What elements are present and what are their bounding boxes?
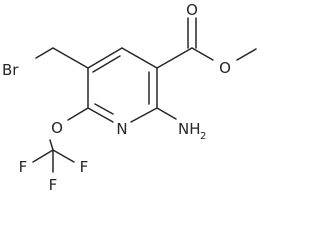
atom-nh2: NH [178,120,201,138]
bond-oether-cf3 [49,139,54,151]
bond-ccarbonyl-oester [191,47,214,61]
bond-c6-n1 [87,107,114,123]
bond-n1-c2 [130,107,158,123]
atom-f-bottom: F [49,176,58,194]
atom-o-carbonyl: O [186,1,198,19]
atom-f-left: F [19,158,28,176]
atom-br: Br [2,61,19,79]
bond-c4-c5 [87,47,123,69]
atom-o-ester: O [219,59,231,77]
bond-c5-ch2 [52,47,89,69]
bond-c3-c4 [121,47,158,69]
atom-o-ether: O [51,119,63,137]
bond-c2-nh2 [156,107,177,120]
bond-ch2-br [35,47,54,59]
chemical-structure-diagram: N Br O O NH 2 O F F F [2,1,257,194]
atom-nh2-h: H [189,120,200,138]
atom-n-ring: N [116,120,127,138]
trifluoromethoxy-group: O F F F [19,107,89,194]
bond-c6-n1-inner [94,103,114,115]
bond-cf3-f-right [52,149,75,163]
methyl-ester-group: O O [156,1,257,77]
pyridine-ring [87,47,158,123]
bond-c3-ccarbonyl [156,47,193,69]
bond-cf3-f-left [32,149,54,163]
amino-group: NH 2 [156,107,206,142]
bond-c4-c5-inner [92,55,121,73]
atom-nh2-n: N [178,120,189,138]
atom-nh2-subscript: 2 [200,131,206,142]
bromomethyl-group: Br [2,47,89,79]
atom-f-right: F [80,158,89,176]
bond-c6-oether [67,107,89,121]
bond-oester-methyl [236,48,257,61]
